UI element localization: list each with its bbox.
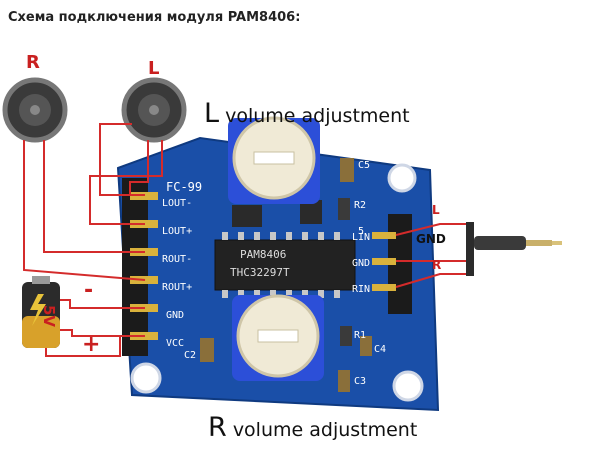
pin-lout-plus: LOUT+ (162, 226, 193, 237)
label-r2: R2 (354, 200, 367, 211)
smd-components (200, 158, 372, 392)
battery-minus-label: - (84, 278, 94, 303)
r-volume-caption: R volume adjustment (208, 412, 417, 443)
r-caption-text: volume adjustment (232, 419, 418, 441)
label-r1: R1 (354, 330, 367, 341)
speaker-right-label: R (26, 52, 40, 73)
amplifier-chip (214, 232, 356, 298)
label-c3: C3 (354, 376, 367, 387)
pin-rout-minus: ROUT- (162, 254, 193, 265)
potentiometer-r (232, 294, 324, 381)
pin-lin: LIN (352, 232, 371, 243)
speaker-right-icon (2, 77, 68, 143)
battery-plus-label: + (82, 332, 101, 357)
label-c2: C2 (184, 350, 197, 361)
battery-wires (45, 299, 145, 357)
chip-label-1: PAM8406 (240, 248, 287, 261)
battery-voltage-label: 5V (40, 305, 58, 328)
speaker-left-label: L (148, 58, 160, 79)
potentiometer-l (228, 116, 320, 204)
pin-vcc: VCC (166, 338, 185, 349)
label-c5: C5 (358, 160, 371, 171)
input-l-label: L (432, 203, 440, 217)
pin-rin: RIN (352, 284, 371, 295)
pcb-model: FC-99 (166, 180, 203, 194)
label-c4: C4 (374, 344, 387, 355)
r-caption-letter: R (208, 412, 227, 443)
page-title: Схема подключения модуля PAM8406: (8, 10, 301, 25)
label-5: 5 (358, 226, 365, 237)
speaker-left-icon (121, 77, 187, 143)
chip-label-2: THC32297T (230, 266, 290, 279)
l-caption-text: volume adjustment (225, 105, 410, 127)
pin-gnd: GND (166, 310, 185, 321)
input-cable (395, 222, 562, 288)
l-caption-letter: L (204, 98, 220, 129)
l-volume-caption: L volume adjustment (204, 98, 410, 129)
input-header (372, 214, 412, 314)
pin-rout-plus: ROUT+ (162, 282, 193, 293)
input-r-label: R (432, 258, 442, 272)
pin-lout-minus: LOUT- (162, 198, 193, 209)
pin-gnd-input: GND (352, 258, 371, 269)
input-gnd-label: GND (416, 232, 446, 246)
battery-icon (22, 276, 60, 348)
speaker-wires (23, 123, 163, 281)
